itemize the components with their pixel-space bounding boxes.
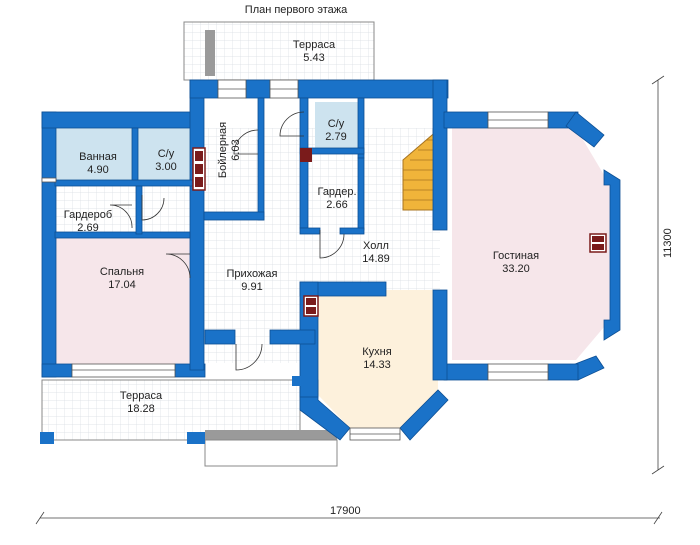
floor-living (452, 128, 610, 360)
window-glass-lines (72, 88, 548, 435)
chimneys (192, 147, 607, 317)
chimney-icon (589, 233, 607, 253)
chimney-icon (300, 148, 312, 162)
room-label-garder-center: Гардер.2.66 (317, 186, 357, 211)
floor-kitchen (318, 290, 438, 428)
plan-title: План первого этажа (244, 4, 348, 16)
room-floors (55, 102, 610, 428)
doors (109, 111, 345, 371)
dimension-height: 11300 (662, 228, 674, 258)
windows (41, 79, 549, 441)
terrace-bottom-area (41, 379, 338, 467)
terrace-top-steps (205, 30, 215, 76)
dimension-lines (35, 75, 665, 525)
floor-wc-center (315, 102, 361, 148)
chimney-icon (192, 147, 206, 191)
terrace-posts (40, 376, 302, 444)
chimney-icon (303, 295, 319, 317)
floor-bathroom (55, 128, 137, 180)
dimension-width: 17900 (330, 505, 361, 517)
floor-wc-left (137, 128, 193, 180)
terrace-bottom-steps (205, 430, 337, 440)
terrace-top-area (183, 21, 375, 81)
floor-bedroom (55, 234, 190, 364)
